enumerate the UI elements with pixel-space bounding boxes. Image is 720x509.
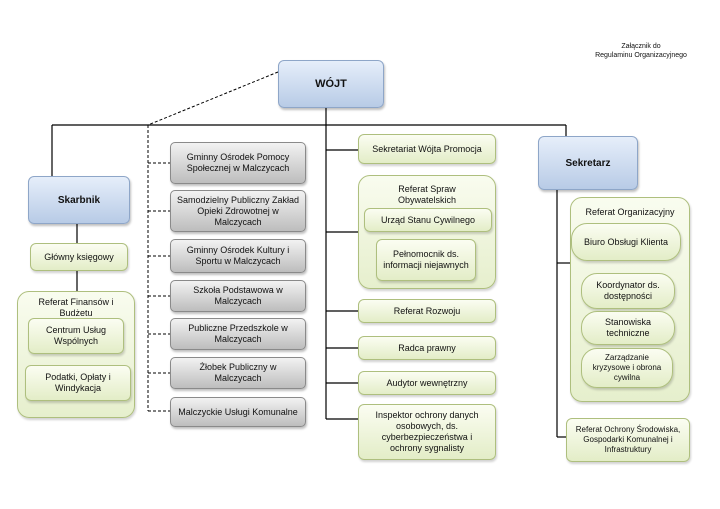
wojt-box: WÓJT <box>278 60 384 108</box>
koordynator-box: Koordynator ds. dostępności <box>581 273 675 309</box>
zarzadzanie-box: Zarządzanie kryzysowe i obrona cywilna <box>581 348 673 388</box>
centrum-uslug-box: Centrum Usług Wspólnych <box>28 318 124 354</box>
attachment-note-line1: Załącznik do <box>621 43 661 50</box>
stanowiska-box: Stanowiska techniczne <box>581 311 675 345</box>
podatki-box: Podatki, Opłaty i Windykacja <box>25 365 131 401</box>
unit-goks: Gminny Ośrodek Kultury i Sportu w Malczy… <box>170 239 306 273</box>
attachment-note: Załącznik do Regulaminu Organizacyjnego <box>580 42 702 60</box>
unit-muk: Malczyckie Usługi Komunalne <box>170 397 306 427</box>
usc-box: Urząd Stanu Cywilnego <box>364 208 492 232</box>
biuro-obslugi-box: Biuro Obsługi Klienta <box>571 223 681 261</box>
unit-szkola: Szkoła Podstawowa w Malczycach <box>170 280 306 312</box>
sekretarz-box: Sekretarz <box>538 136 638 190</box>
referat-organizacyjny-title: Referat Organizacyjny <box>585 207 675 217</box>
referat-finansow-title: Referat Finansów i Budżetu <box>38 297 114 318</box>
audytor-box: Audytor wewnętrzny <box>358 371 496 395</box>
referat-rozwoju-box: Referat Rozwoju <box>358 299 496 323</box>
unit-przedszkole: Publiczne Przedszkole w Malczycach <box>170 318 306 350</box>
unit-spzoz: Samodzielny Publiczny Zakład Opieki Zdro… <box>170 190 306 232</box>
sekretariat-box: Sekretariat Wójta Promocja <box>358 134 496 164</box>
pelnomocnik-box: Pełnomocnik ds. informacji niejawnych <box>376 239 476 281</box>
inspektor-box: Inspektor ochrony danych osobowych, ds. … <box>358 404 496 460</box>
referat-ochrony-box: Referat Ochrony Środowiska, Gospodarki K… <box>566 418 690 462</box>
glowny-ksiegowy-box: Główny księgowy <box>30 243 128 271</box>
skarbnik-box: Skarbnik <box>28 176 130 224</box>
unit-zlobek: Żłobek Publiczny w Malczycach <box>170 357 306 389</box>
attachment-note-line2: Regulaminu Organizacyjnego <box>595 52 687 59</box>
referat-spraw-title: Referat Spraw Obywatelskich <box>397 184 457 205</box>
radca-prawny-box: Radca prawny <box>358 336 496 360</box>
unit-gops: Gminny Ośrodek Pomocy Społecznej w Malcz… <box>170 142 306 184</box>
